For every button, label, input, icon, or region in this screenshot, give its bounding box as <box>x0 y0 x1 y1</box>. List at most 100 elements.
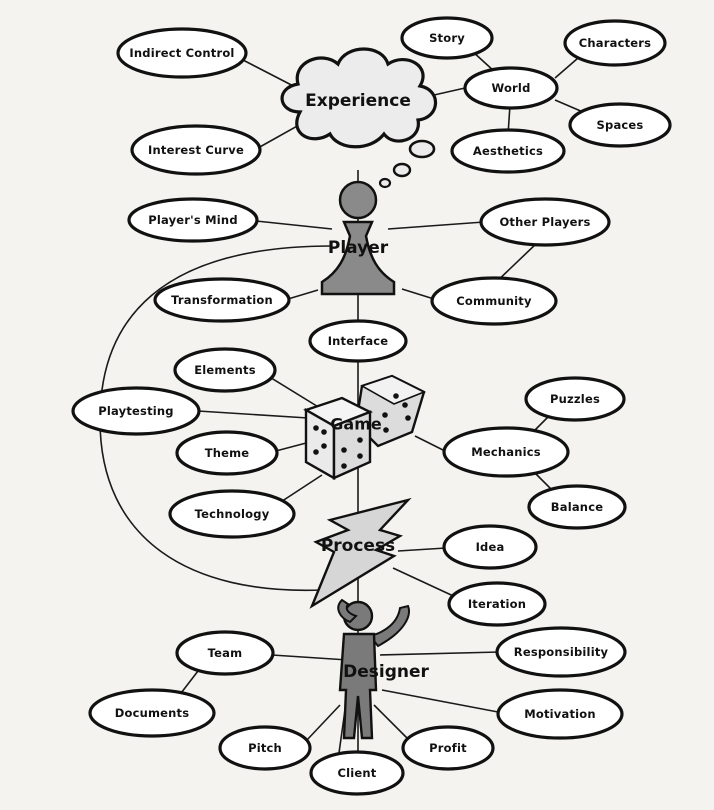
node-world-label: World <box>491 81 530 95</box>
die-front <box>303 396 373 481</box>
node-motivation: Motivation <box>496 688 624 740</box>
node-team: Team <box>175 630 275 676</box>
node-iteration: Iteration <box>447 581 547 627</box>
node-puzzles-outline <box>524 376 626 422</box>
edge-idea <box>397 547 447 552</box>
node-playtesting: Playtesting <box>71 386 201 436</box>
node-idea-outline <box>442 524 538 570</box>
node-puzzles: Puzzles <box>524 376 626 422</box>
edge-playtesting <box>197 410 309 419</box>
lightning-bolt <box>309 497 412 609</box>
node-spaces-outline <box>568 102 672 148</box>
node-interface: Interface <box>308 319 408 363</box>
node-technology: Technology <box>168 489 296 539</box>
node-interface-outline <box>308 319 408 363</box>
node-interest-curve-label: Interest Curve <box>148 143 244 157</box>
experience-cloud: Experience <box>280 47 438 189</box>
process-lightning: Process <box>309 497 412 609</box>
hub-experience-label: Experience <box>305 91 411 111</box>
node-theme-outline <box>175 430 279 476</box>
node-motivation-outline <box>496 688 624 740</box>
hub-player-label: Player <box>328 238 389 258</box>
hub-designer-label: Designer <box>343 662 429 682</box>
node-aesthetics-outline <box>450 128 566 174</box>
pawn-body <box>320 220 396 296</box>
node-documents: Documents <box>88 688 216 738</box>
node-pitch-outline <box>218 725 312 771</box>
hub-game-label: Game <box>330 415 382 434</box>
node-community-label: Community <box>456 294 532 308</box>
edge-mechanics <box>414 435 446 452</box>
node-mechanics: Mechanics <box>442 426 570 478</box>
node-technology-label: Technology <box>195 507 270 521</box>
designer-figure: Designer <box>337 598 429 740</box>
node-other-players: Other Players <box>479 197 611 247</box>
node-iteration-label: Iteration <box>468 597 526 611</box>
node-mechanics-outline <box>442 426 570 478</box>
node-community-outline <box>430 276 558 326</box>
thought-bubble-medium <box>392 162 412 178</box>
node-idea-label: Idea <box>476 540 505 554</box>
node-client: Client <box>309 750 405 796</box>
node-spaces-label: Spaces <box>597 118 644 132</box>
node-world: World <box>463 66 559 110</box>
node-indirect-control-label: Indirect Control <box>129 46 234 60</box>
node-interest-curve-outline <box>130 124 262 176</box>
node-story: Story <box>400 16 494 60</box>
node-pitch: Pitch <box>218 725 312 771</box>
node-documents-outline <box>88 688 216 738</box>
node-indirect-control: Indirect Control <box>116 27 248 79</box>
node-balance-outline <box>527 484 627 530</box>
node-story-outline <box>400 16 494 60</box>
edge-community <box>401 288 435 300</box>
node-world-outline <box>463 66 559 110</box>
node-characters-label: Characters <box>579 36 651 50</box>
node-profit-label: Profit <box>429 741 467 755</box>
thought-bubble-large <box>408 139 436 159</box>
thought-bubble-small <box>378 177 392 189</box>
node-client-label: Client <box>337 766 376 780</box>
designer-body <box>338 632 378 740</box>
edge-team <box>271 654 349 661</box>
edge-transformation <box>287 289 319 300</box>
node-responsibility: Responsibility <box>495 626 627 678</box>
node-characters: Characters <box>563 19 667 67</box>
node-aesthetics: Aesthetics <box>450 128 566 174</box>
edge-responsibility <box>379 651 501 656</box>
node-indirect-control-outline <box>116 27 248 79</box>
cloud-shape <box>280 47 438 149</box>
pawn-head <box>338 180 378 220</box>
node-responsibility-label: Responsibility <box>514 645 609 659</box>
node-technology-outline <box>168 489 296 539</box>
node-spaces: Spaces <box>568 102 672 148</box>
hub-process-label: Process <box>321 536 395 556</box>
edge-theme <box>271 441 311 453</box>
node-playtesting-outline <box>71 386 201 436</box>
node-players-mind-outline <box>127 197 259 243</box>
node-transformation: Transformation <box>153 277 291 323</box>
node-team-outline <box>175 630 275 676</box>
node-players-mind-label: Player's Mind <box>148 213 238 227</box>
node-characters-outline <box>563 19 667 67</box>
node-iteration-outline <box>447 581 547 627</box>
node-profit-outline <box>401 725 495 771</box>
designer-arm-raised <box>337 598 358 624</box>
node-transformation-label: Transformation <box>171 293 273 307</box>
node-team-label: Team <box>208 646 243 660</box>
node-interface-label: Interface <box>328 334 389 348</box>
node-idea: Idea <box>442 524 538 570</box>
edge-profit <box>373 704 411 742</box>
node-aesthetics-label: Aesthetics <box>473 144 543 158</box>
node-playtesting-label: Playtesting <box>98 404 173 418</box>
node-responsibility-outline <box>495 626 627 678</box>
node-mechanics-label: Mechanics <box>471 445 541 459</box>
designer-arm-right <box>368 604 410 648</box>
edge-other-players <box>387 221 485 230</box>
node-theme: Theme <box>175 430 279 476</box>
edge-motivation <box>381 689 499 713</box>
node-elements-outline <box>173 347 277 393</box>
node-balance-label: Balance <box>551 500 603 514</box>
node-story-label: Story <box>429 31 465 45</box>
edge-elements <box>267 375 321 409</box>
